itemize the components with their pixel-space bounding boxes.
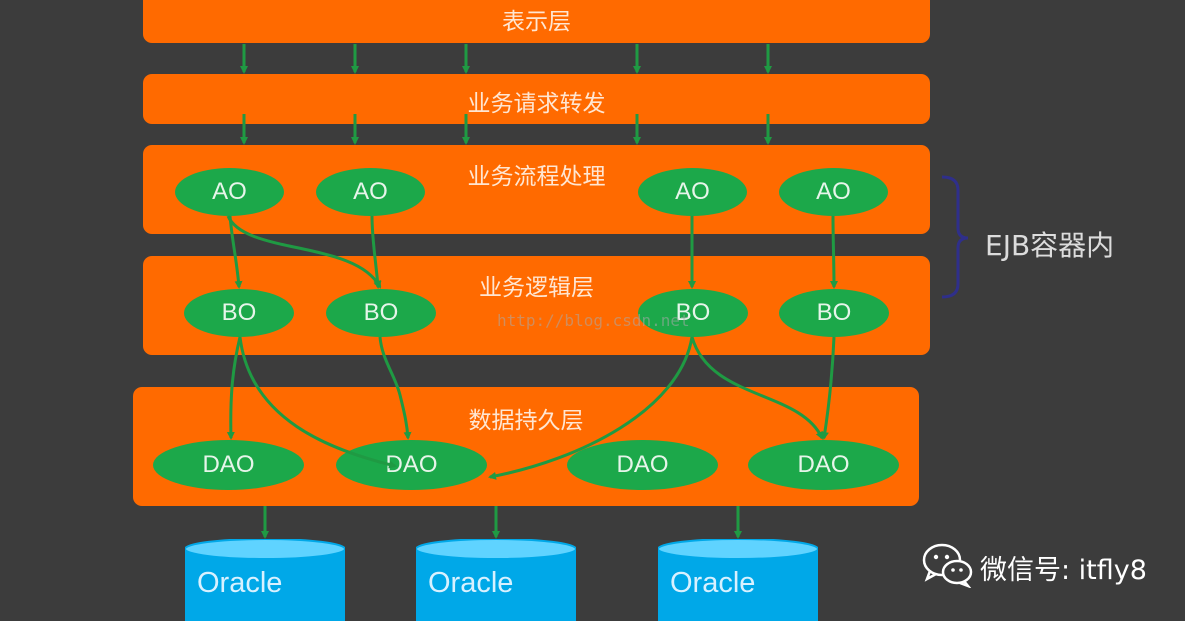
ao-node-2: AO xyxy=(316,168,425,216)
oracle-db-2: Oracle xyxy=(416,539,576,621)
layer-process-title: 业务流程处理 xyxy=(467,164,606,190)
wechat-id-label: 微信号: itfly8 xyxy=(980,555,1147,586)
bo-node-2: BO xyxy=(326,289,436,337)
oracle-db-2-label: Oracle xyxy=(428,567,514,599)
layer-logic-title: 业务逻辑层 xyxy=(479,275,594,301)
wechat-badge: 微信号: itfly8 xyxy=(922,542,1177,588)
layer-presentation-title: 表示层 xyxy=(502,9,571,35)
layer-persistence-title: 数据持久层 xyxy=(468,408,584,434)
ejb-container-label: EJB容器内 xyxy=(985,229,1115,262)
oracle-db-1: Oracle xyxy=(185,539,345,621)
dao-node-1: DAO xyxy=(153,440,304,490)
ao-node-4: AO xyxy=(779,168,888,216)
oracle-db-1-label: Oracle xyxy=(197,567,283,599)
wechat-icon xyxy=(922,543,973,588)
dao-node-4: DAO xyxy=(748,440,899,490)
ao-node-3: AO xyxy=(638,168,747,216)
layer-presentation: 表示层 xyxy=(143,0,930,43)
bo-node-4: BO xyxy=(779,289,889,337)
watermark-url: http://blog.csdn.net xyxy=(497,311,690,330)
ejb-bracket xyxy=(941,175,969,299)
layer-request-forward: 业务请求转发 xyxy=(143,74,930,124)
dao-node-3: DAO xyxy=(567,440,718,490)
layer-request-forward-title: 业务请求转发 xyxy=(467,91,606,117)
bo-node-3: BO xyxy=(638,289,748,337)
ao-node-1: AO xyxy=(175,168,284,216)
oracle-db-3-label: Oracle xyxy=(670,567,756,599)
oracle-db-3: Oracle xyxy=(658,539,818,621)
bo-node-1: BO xyxy=(184,289,294,337)
